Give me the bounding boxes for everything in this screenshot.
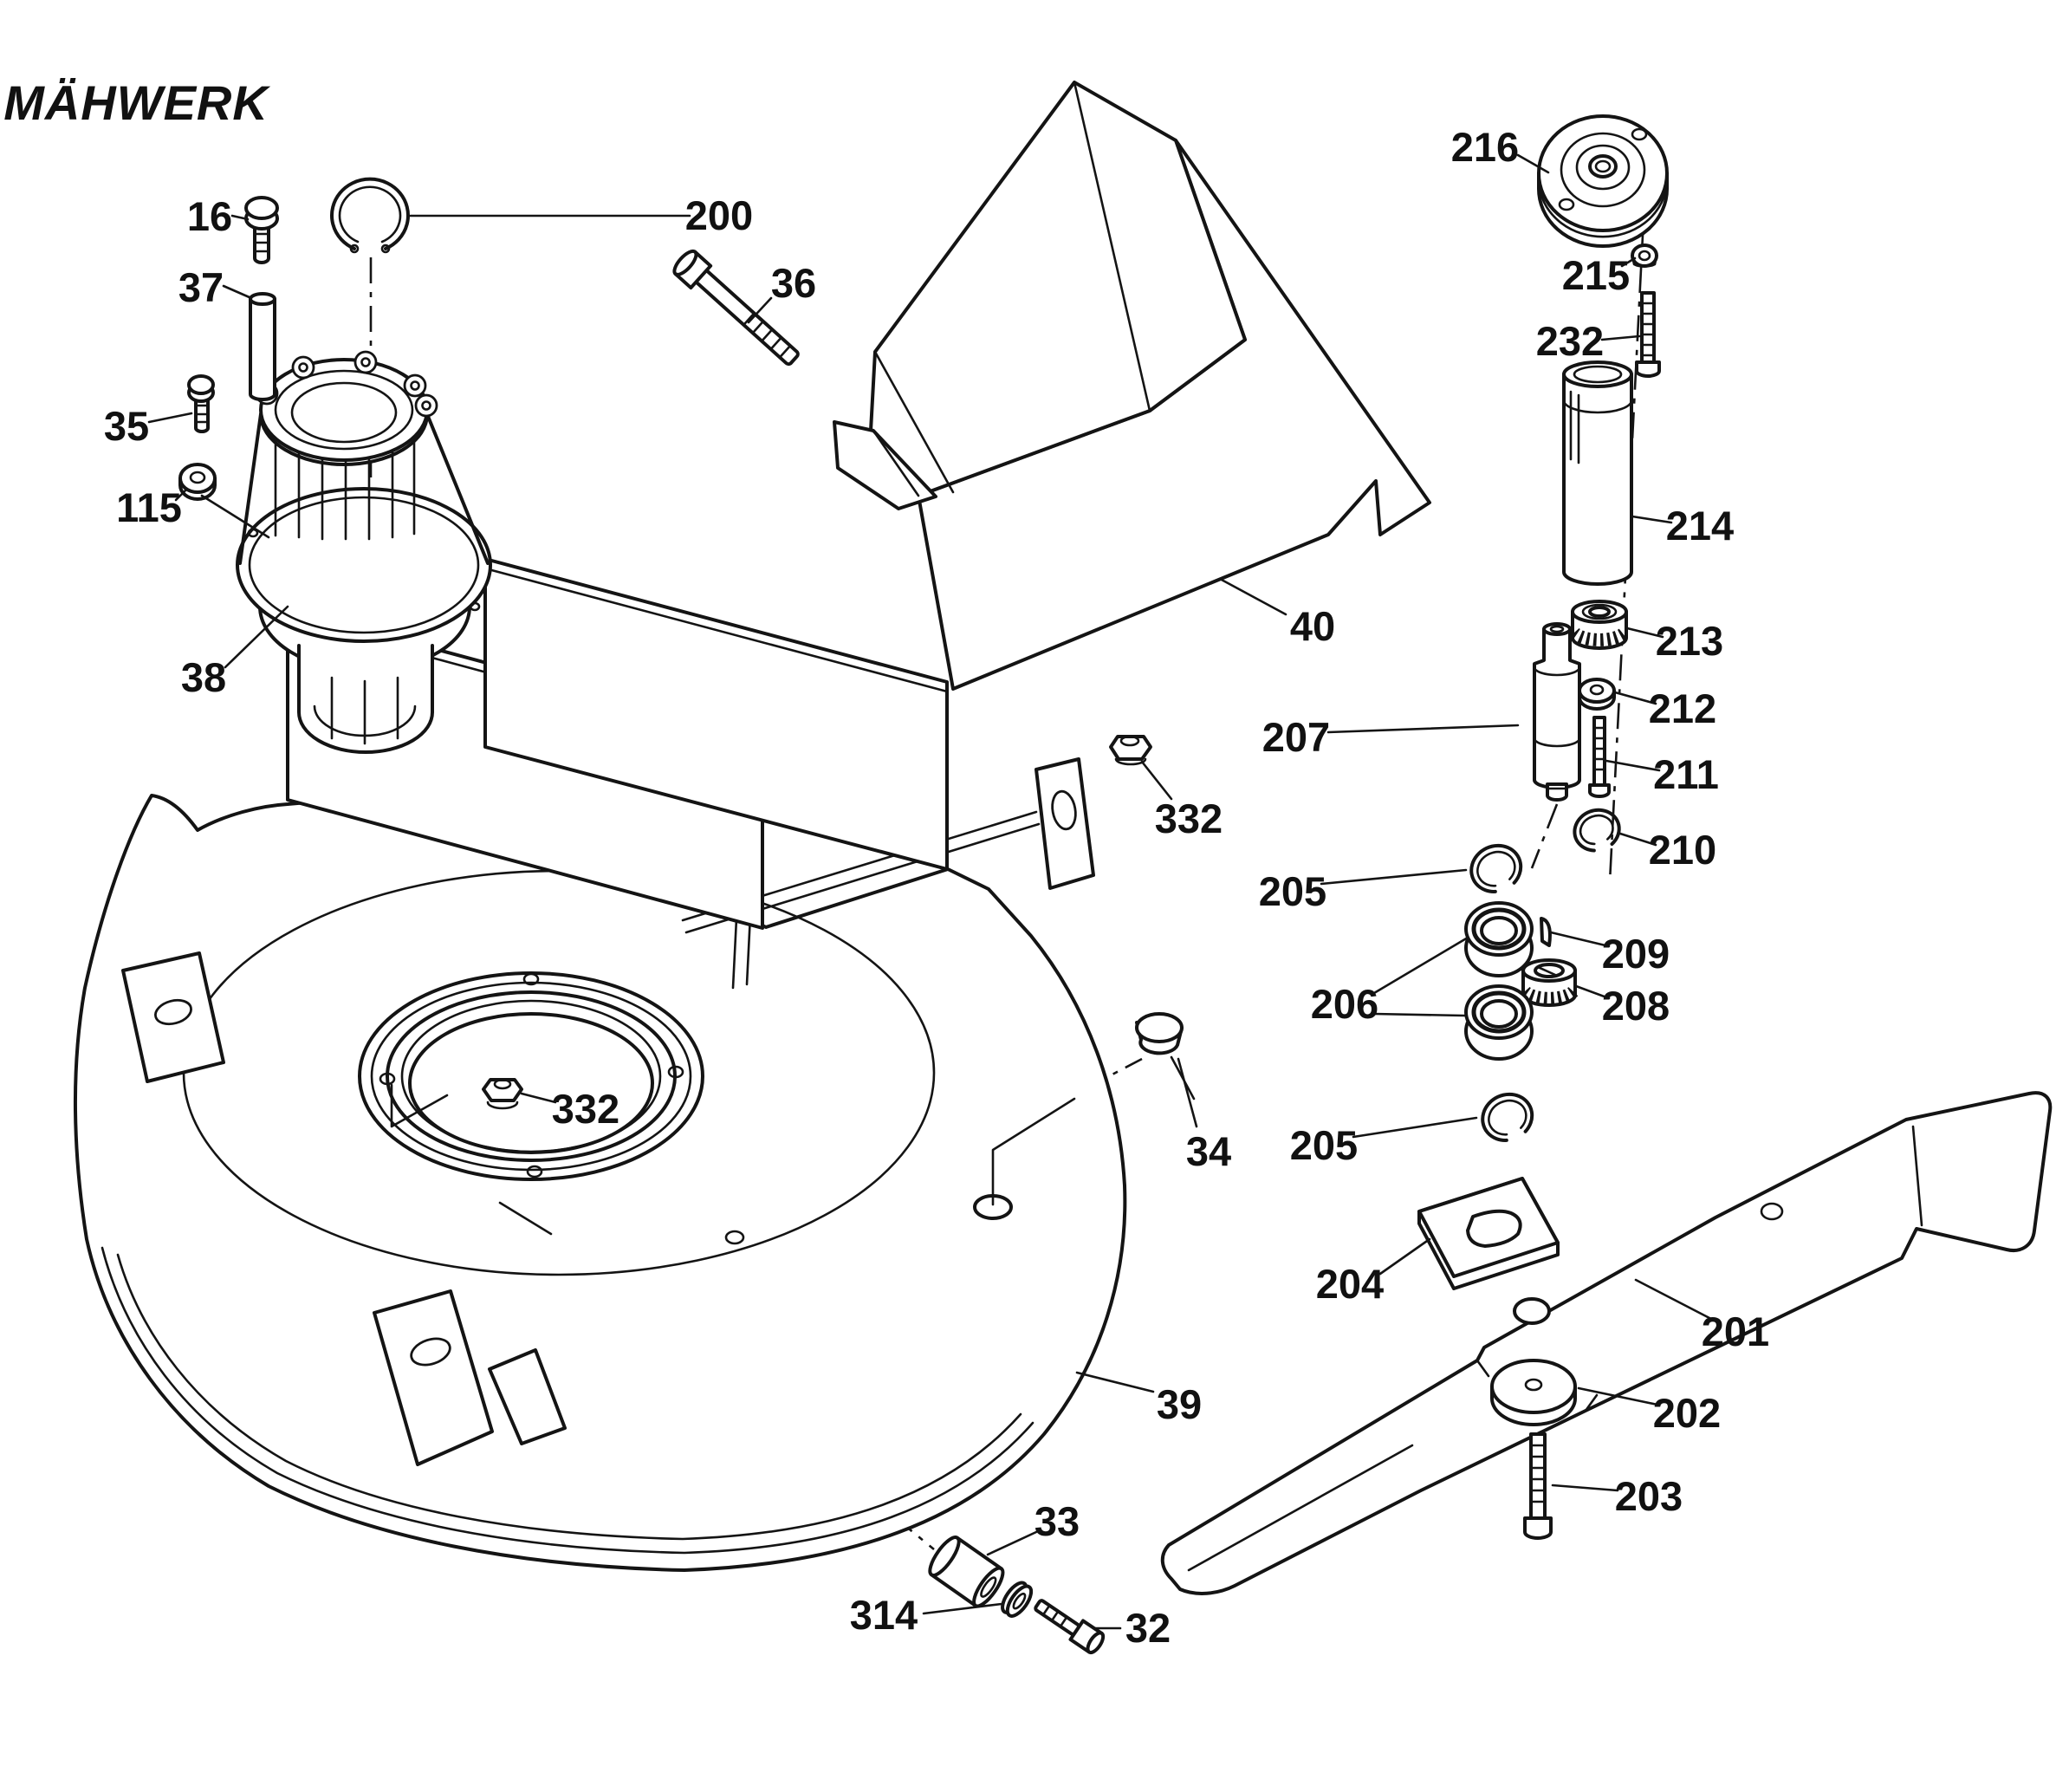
washer-115 [178,463,270,539]
shaft-207 [1533,622,1581,802]
discharge-chute [833,81,1431,691]
screw-211 [1588,716,1611,798]
part-label-314: 314 [850,1592,918,1638]
deck-bracket-left [121,951,225,1083]
nut-215 [1631,243,1658,268]
nut-332-upper [1109,735,1152,766]
bearing-206-lower [1464,984,1534,1061]
snap-ring-205-upper [1469,843,1523,893]
sleeve-214 [1562,360,1633,586]
part-label-39: 39 [1157,1381,1202,1427]
bolt-32 [1034,1599,1106,1655]
part-label-232: 232 [1536,318,1604,364]
gear-213 [1569,600,1630,650]
bolt-203 [1523,1432,1553,1540]
screw-35 [187,374,215,433]
part-label-210: 210 [1649,827,1716,873]
part-label-207: 207 [1262,714,1330,760]
washer-314 [1001,1581,1034,1618]
part-label-35: 35 [104,403,149,449]
part-label-332-deck: 332 [552,1086,619,1132]
bolt-36 [672,249,800,367]
part-label-205-lower: 205 [1290,1122,1358,1168]
part-label-38: 38 [181,654,226,700]
blade-holder-204 [1417,1177,1560,1290]
part-label-211: 211 [1653,751,1719,797]
part-label-34: 34 [1186,1128,1231,1174]
part-label-205-upper: 205 [1259,868,1326,914]
part-label-37: 37 [178,264,224,310]
part-label-332-upper: 332 [1155,795,1223,841]
mower-deck [73,757,1127,1572]
part-label-40: 40 [1290,603,1335,649]
screw-16 [244,196,279,264]
screw-232 [1635,291,1661,378]
part-label-201: 201 [1702,1308,1769,1354]
part-label-206: 206 [1311,981,1378,1027]
part-label-33: 33 [1034,1498,1080,1544]
snap-ring-205-lower [1481,1092,1534,1142]
bearing-206-upper [1464,901,1534,977]
part-label-209: 209 [1602,931,1670,977]
part-label-202: 202 [1653,1390,1721,1436]
nut-332-deck [482,1078,523,1110]
part-label-213: 213 [1656,618,1723,664]
part-label-16: 16 [187,193,232,239]
part-label-203: 203 [1615,1473,1683,1519]
spacer-33 [928,1536,1005,1608]
part-label-32: 32 [1125,1605,1171,1651]
gear-208 [1520,958,1579,1007]
leader-lines [147,153,1711,1630]
part-label-212: 212 [1649,685,1716,731]
part-label-216: 216 [1451,124,1519,170]
part-label-204: 204 [1316,1261,1384,1307]
part-label-115: 115 [116,484,182,530]
deck-bracket-front [373,1289,567,1466]
blower-housing [236,350,492,754]
part-label-214: 214 [1666,503,1734,549]
part-label-36: 36 [771,260,816,306]
blade-201 [1160,1091,2053,1595]
page-title: MÄHWERK [3,75,270,130]
part-label-215: 215 [1562,252,1630,298]
part-label-208: 208 [1602,983,1670,1029]
pin-37 [249,292,276,401]
part-label-200: 200 [685,192,753,238]
snap-ring-200 [330,177,410,254]
washer-202 [1490,1359,1577,1426]
snap-ring-210 [1573,808,1621,853]
key-209 [1540,917,1552,947]
pulley-216 [1537,114,1669,248]
washer-212 [1578,678,1616,711]
